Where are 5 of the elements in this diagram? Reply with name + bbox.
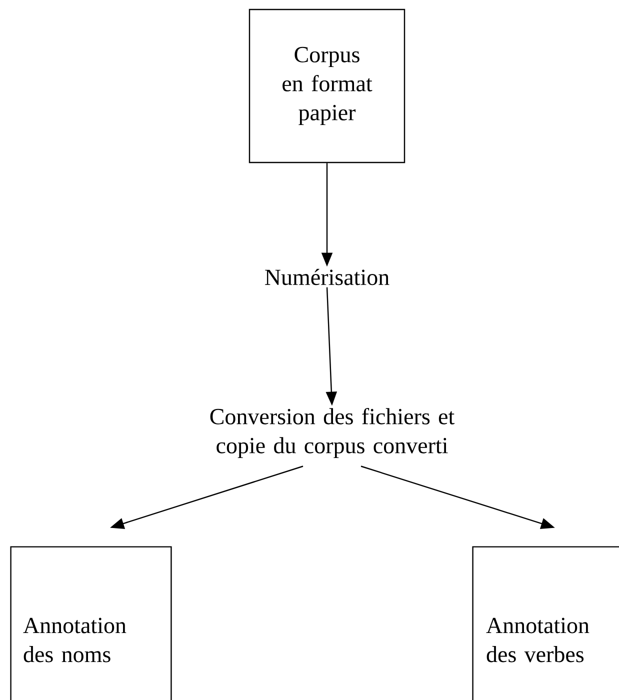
- step-label: Conversion des fichiers et copie du corpus converti: [210, 408, 454, 458]
- process-box: Corpus en format papier: [248, 8, 406, 164]
- step-label: Numérisation: [265, 268, 390, 286]
- process-box: Annotation des noms: [10, 546, 172, 700]
- process-box: Annotation des verbes: [472, 546, 619, 700]
